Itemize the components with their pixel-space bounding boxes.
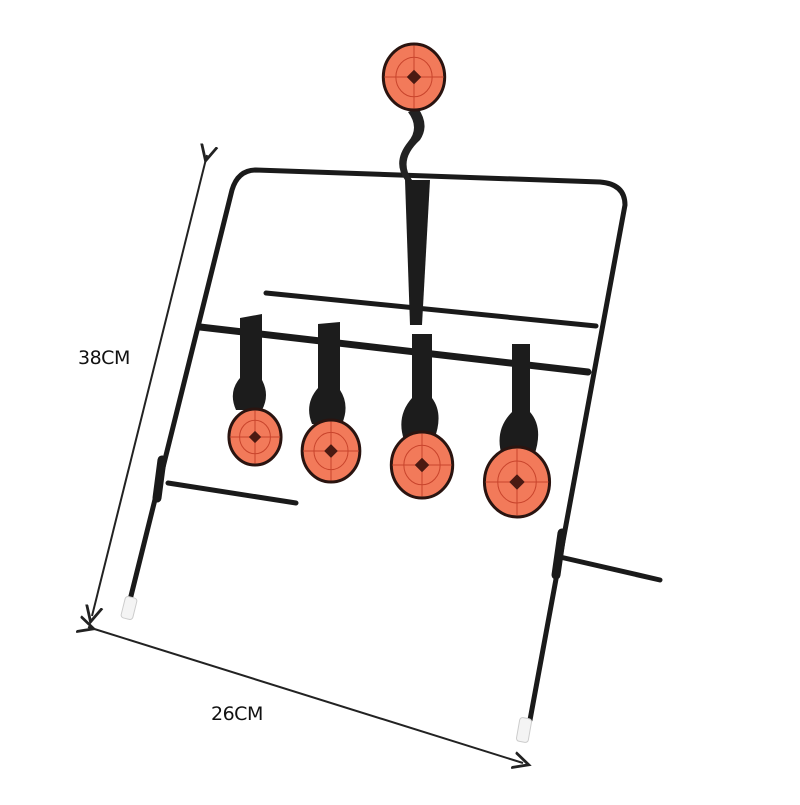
paddle-target-2 (300, 418, 362, 484)
paddle-target-4 (482, 445, 552, 519)
width-dimension-arrow (88, 627, 523, 763)
height-dimension-label: 38CM (78, 347, 130, 369)
height-dimension-arrow (92, 155, 207, 616)
paddle-arms (232, 314, 539, 456)
center-paddle (399, 108, 430, 325)
paddle-target-1 (227, 407, 283, 467)
paddle-target-3 (389, 430, 455, 500)
top-spinner-target (381, 42, 447, 112)
foot-caps (120, 596, 533, 743)
width-dimension-label: 26CM (211, 703, 263, 725)
targets (227, 42, 552, 519)
frame (125, 167, 663, 723)
